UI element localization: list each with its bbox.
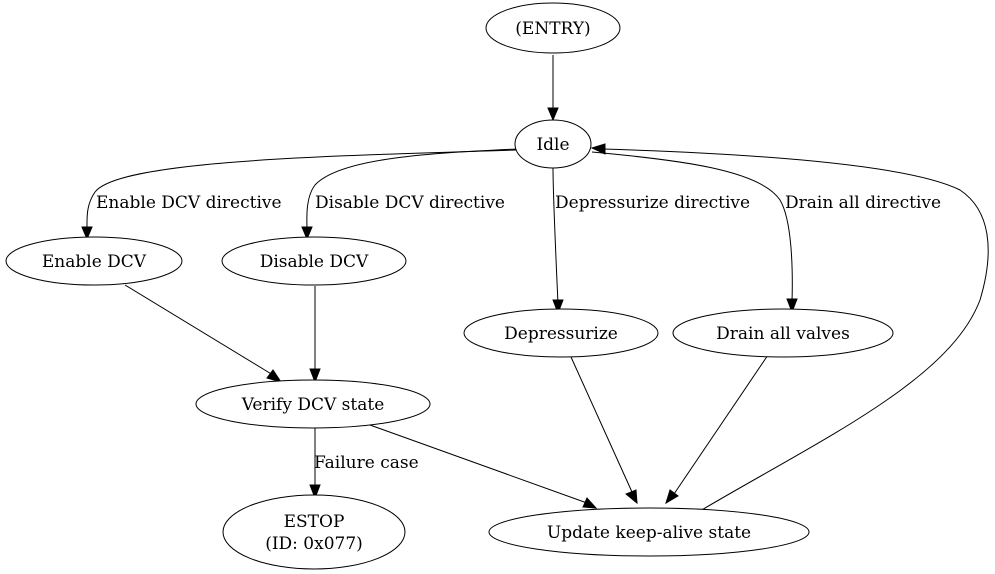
edge-verify-to-estop [309,428,321,500]
edge-drain-all-to-update-keepalive [665,354,769,505]
edge-update-keepalive-to-idle [590,143,989,512]
node-verify-dcv: Verify DCV state [195,379,431,429]
edge-idle-to-depressurize [552,167,564,315]
edge-label-drain-all: Drain all directive [785,193,941,213]
node-label-estop: ESTOP [284,512,345,532]
node-label-update-keepalive: Update keep-alive state [547,523,751,543]
node-label-enable-dcv: Enable DCV [42,252,147,272]
node-label-verify-dcv: Verify DCV state [241,395,385,415]
edge-idle-to-disable-dcv [301,148,518,241]
edge-idle-to-enable-dcv [81,149,518,241]
node-enable-dcv: Enable DCV [5,236,183,286]
node-label-entry: (ENTRY) [515,19,590,39]
edge-enable-dcv-to-verify [124,284,283,383]
node-drain-all: Drain all valves [672,308,894,358]
edge-label-depressurize: Depressurize directive [555,193,750,213]
node-label-drain-all: Drain all valves [716,324,850,344]
edge-disable-dcv-to-verify [309,286,321,384]
edge-label-failure: Failure case [314,453,419,473]
edge-entry-to-idle [547,55,559,122]
edge-label-enable-dcv: Enable DCV directive [96,193,282,213]
node-update-keepalive: Update keep-alive state [488,507,810,557]
node-label-idle: Idle [536,135,569,155]
node-idle: Idle [514,119,592,169]
node-disable-dcv: Disable DCV [221,236,407,286]
node-estop: ESTOP (ID: 0x077) [222,494,406,570]
edge-depressurize-to-update-keepalive [570,356,638,505]
node-entry: (ENTRY) [485,2,621,54]
node-label-depressurize: Depressurize [504,324,618,344]
edge-verify-to-update-keepalive [369,424,598,509]
edge-label-disable-dcv: Disable DCV directive [315,193,505,213]
node-depressurize: Depressurize [463,308,659,358]
node-label-estop-id: (ID: 0x077) [265,534,363,554]
node-label-disable-dcv: Disable DCV [260,252,369,272]
edge-idle-to-drain-all [591,151,798,314]
